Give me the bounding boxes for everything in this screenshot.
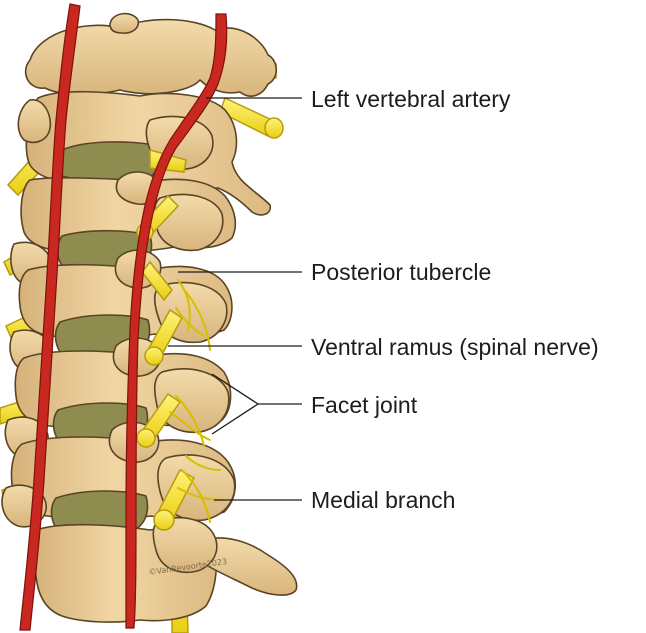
- ventral-ramus-c5: [141, 260, 173, 302]
- medial-branch-2: [185, 291, 211, 351]
- medial-branch-5: [169, 411, 211, 441]
- label-left-vertebral-artery: Left vertebral artery: [311, 86, 511, 112]
- left-vertebral-artery: [125, 13, 228, 629]
- c2-transverse-left: [17, 99, 52, 144]
- medial-branch-8: [185, 455, 221, 471]
- vertebral-arteries: [19, 3, 228, 631]
- medial-branch-6: [181, 469, 211, 523]
- ventral-ramus-c7-cut: [136, 428, 156, 448]
- label-ventral-ramus: Ventral ramus (spinal nerve): [311, 334, 599, 360]
- dens-process: [109, 12, 140, 34]
- medial-branch-3: [175, 307, 205, 337]
- c7-transverse-right: [204, 537, 298, 596]
- label-medial-branch: Medial branch: [311, 487, 456, 513]
- label-facet-joint: Facet joint: [311, 392, 418, 418]
- label-posterior-tubercle: Posterior tubercle: [311, 259, 492, 285]
- ventral-ramus-c8-cut: [153, 509, 175, 531]
- leader-line-facet-lower: [211, 403, 259, 435]
- right-vertebral-artery: [19, 3, 81, 631]
- facet-c7: [152, 517, 218, 574]
- medial-branches: [169, 279, 223, 523]
- ventral-ramus-c6-cut: [144, 346, 164, 366]
- leader-lines: [168, 97, 302, 501]
- nerve-root-cut-1: [264, 117, 284, 139]
- medial-branch-4: [175, 395, 205, 447]
- medial-branch-1: [177, 279, 191, 331]
